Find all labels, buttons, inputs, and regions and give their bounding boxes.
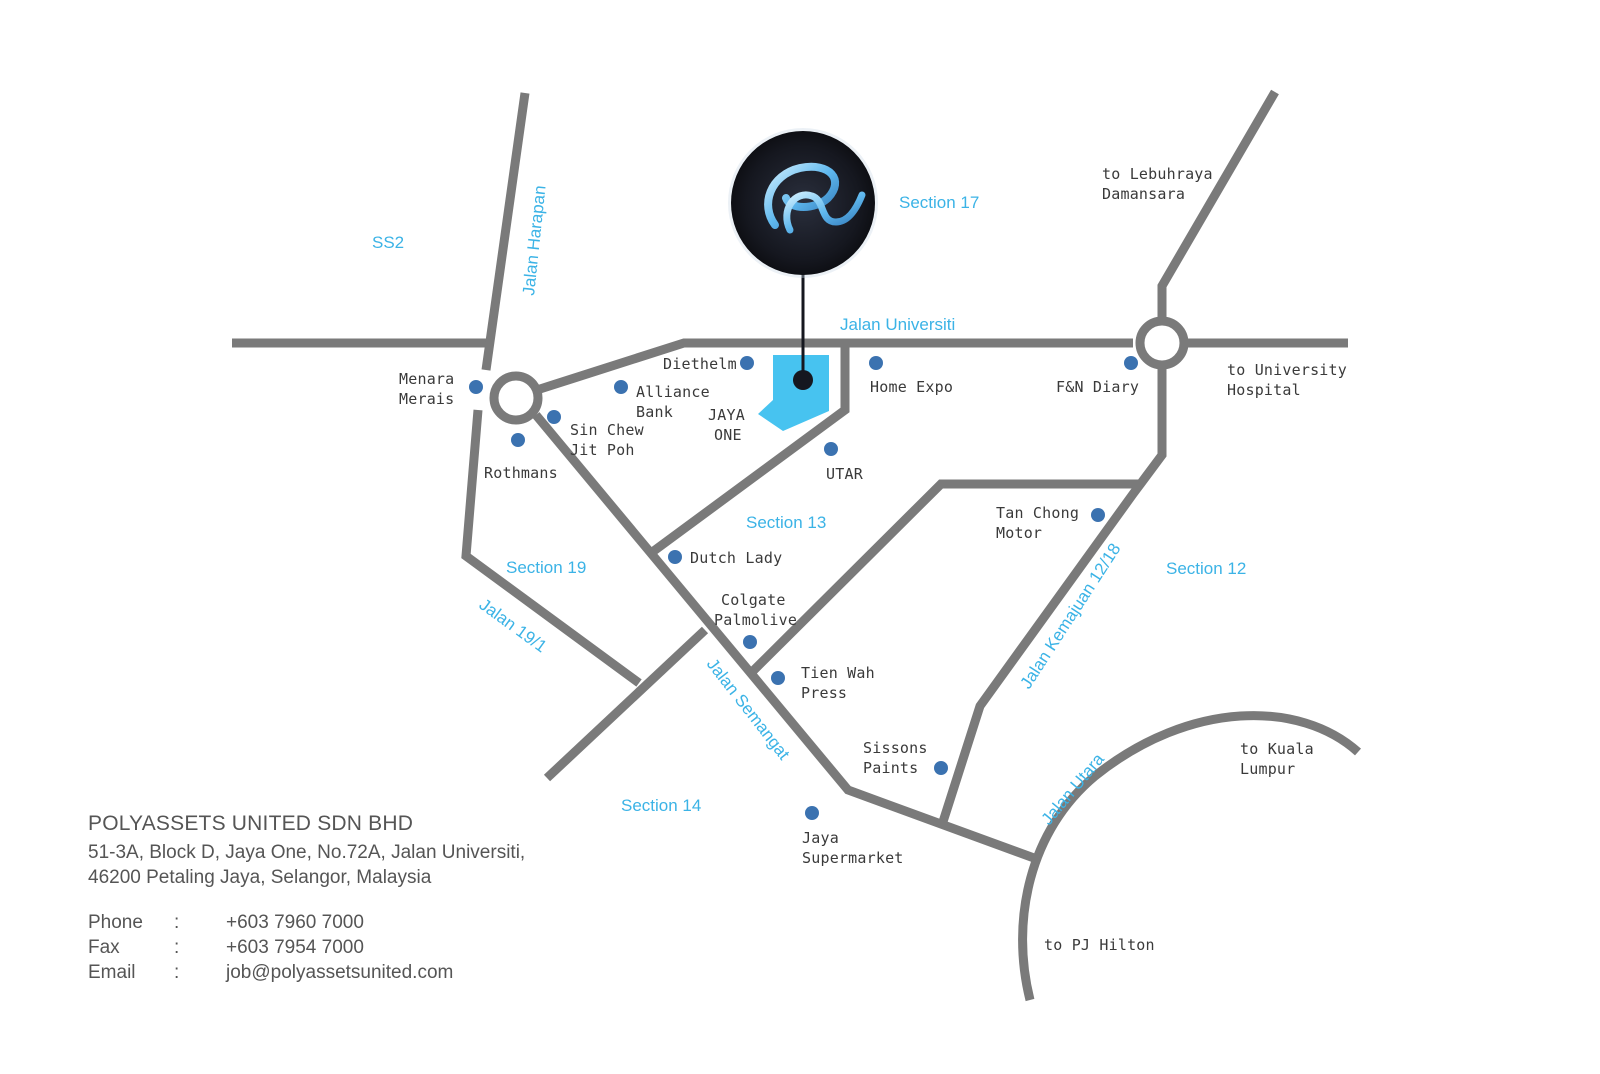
contact-list: Phone : +603 7960 7000 Fax : +603 7954 7… [88, 910, 525, 985]
jaya-one-building-icon [758, 355, 829, 431]
direction-label-university-hospital: to University Hospital [1227, 361, 1356, 399]
dot-sin-chew [547, 410, 561, 424]
dot-colgate [743, 635, 757, 649]
contact-label: Fax [88, 937, 120, 958]
company-address-line2: 46200 Petaling Jaya, Selangor, Malaysia [88, 867, 432, 888]
contact-row-email: Email : job@polyassetsunited.com [88, 960, 525, 985]
road-jalan-utara [1018, 711, 1362, 1002]
company-address-line1: 51-3A, Block D, Jaya One, No.72A, Jalan … [88, 842, 526, 863]
contact-label: Phone [88, 912, 143, 933]
place-label-fn-diary: F&N Diary [1056, 378, 1139, 396]
street-label-jalan-harapan: Jalan Harapan [519, 184, 549, 296]
street-label-jalan-kemajuan: Jalan Kemajuan 12/18 [1016, 540, 1124, 692]
company-name: POLYASSETS UNITED SDN BHD [88, 812, 414, 835]
dot-tien-wah [771, 671, 785, 685]
dot-diethelm [740, 356, 754, 370]
place-label-dutch-lady: Dutch Lady [690, 549, 782, 567]
road-east-vertical [936, 368, 1167, 830]
place-label-colgate: Colgate Palmolive [714, 591, 797, 629]
roundabout-west [489, 371, 543, 425]
contact-separator: : [174, 912, 180, 933]
company-info: POLYASSETS UNITED SDN BHD 51-3A, Block D… [88, 812, 525, 985]
roundabout-east [1135, 316, 1189, 370]
direction-label-pj-hilton: to PJ Hilton [1044, 936, 1155, 954]
dot-fn-diary [1124, 356, 1138, 370]
fax-number: +603 7954 7000 [226, 937, 364, 958]
dot-home-expo [869, 356, 883, 370]
place-label-diethelm: Diethelm [663, 355, 737, 373]
place-label-tan-chong: Tan Chong Motor [996, 504, 1088, 542]
direction-label-lebuhraya: to Lebuhraya Damansara [1102, 165, 1222, 203]
place-label-alliance-bank: Alliance Bank [636, 383, 719, 421]
direction-label-kuala-lumpur: to Kuala Lumpur [1240, 740, 1323, 778]
dot-tan-chong [1091, 508, 1105, 522]
place-label-tien-wah: Tien Wah Press [801, 664, 884, 702]
dot-dutch-lady [668, 550, 682, 564]
contact-separator: : [174, 962, 180, 983]
place-label-jaya-one: JAYA ONE [708, 406, 754, 444]
dot-jaya-supermarket [805, 806, 819, 820]
dot-rothmans [511, 433, 525, 447]
area-label-section17: Section 17 [899, 193, 979, 212]
place-label-jaya-supermarket: Jaya Supermarket [802, 829, 904, 867]
area-label-section14: Section 14 [621, 796, 701, 815]
road-jalan-harapan [481, 92, 530, 371]
place-label-menara-merais: Menara Merais [399, 370, 464, 408]
polyassets-logo-icon [728, 128, 878, 390]
road-section13-diagonal [648, 343, 850, 557]
place-label-sissons: Sissons Paints [863, 739, 937, 777]
road-section19-loop [461, 409, 642, 687]
place-label-utar: UTAR [826, 465, 864, 483]
street-label-jalan-universiti: Jalan Universiti [840, 315, 955, 334]
area-label-ss2: SS2 [372, 233, 404, 252]
phone-number[interactable]: +603 7960 7000 [226, 912, 364, 933]
dot-menara-merais [469, 380, 483, 394]
road-jalan-universiti-main [538, 338, 1133, 394]
dot-alliance-bank [614, 380, 628, 394]
contact-row-fax: Fax : +603 7954 7000 [88, 935, 525, 960]
street-label-jalan-utara: Jalan Utara [1038, 749, 1109, 828]
road-network [232, 89, 1362, 1002]
email-link[interactable]: job@polyassetsunited.com [226, 962, 454, 983]
place-label-rothmans: Rothmans [484, 464, 558, 482]
road-section12-diagonal [747, 479, 1140, 677]
area-label-section19: Section 19 [506, 558, 586, 577]
road-jalan-semangat [532, 412, 1036, 863]
road-sw-diagonal [543, 626, 709, 782]
road-lebuhraya-link [1157, 89, 1279, 318]
place-label-home-expo: Home Expo [870, 378, 953, 396]
area-label-section12: Section 12 [1166, 559, 1246, 578]
dot-utar [824, 442, 838, 456]
place-label-sin-chew: Sin Chew Jit Poh [570, 421, 653, 459]
dot-sissons [934, 761, 948, 775]
location-dots [469, 356, 1138, 820]
contact-separator: : [174, 937, 180, 958]
contact-label: Email [88, 962, 136, 983]
contact-row-phone: Phone : +603 7960 7000 [88, 910, 525, 935]
area-label-section13: Section 13 [746, 513, 826, 532]
